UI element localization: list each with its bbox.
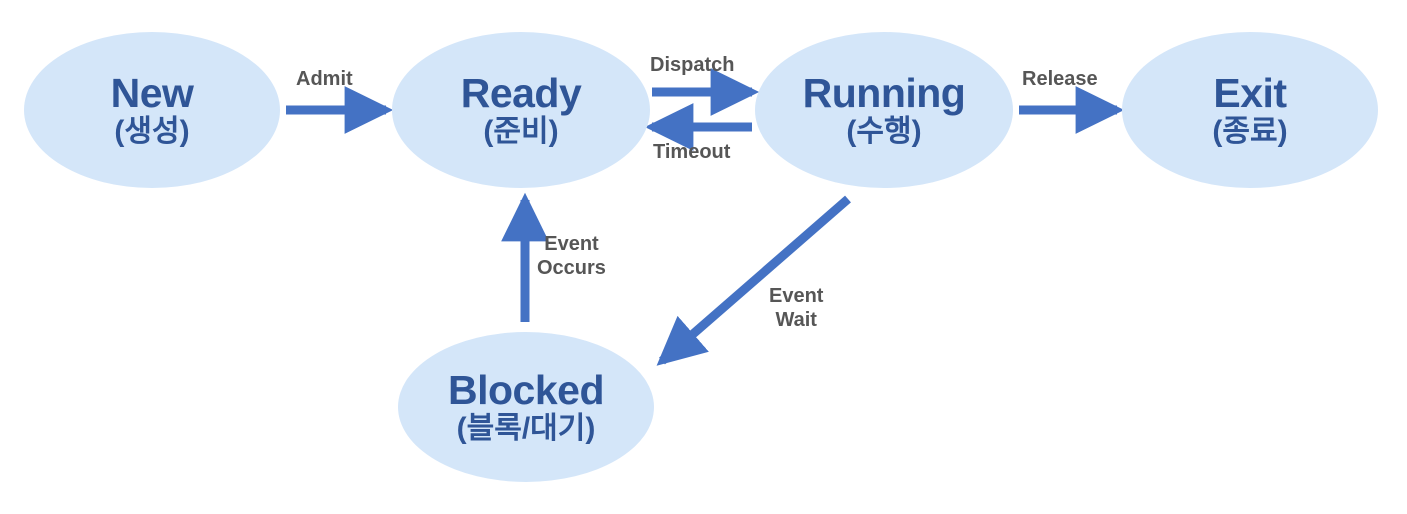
node-blocked[interactable]: Blocked (블록/대기) — [398, 332, 654, 482]
node-ready-subtitle: (준비) — [483, 114, 559, 148]
node-blocked-subtitle: (블록/대기) — [456, 411, 596, 445]
node-blocked-title: Blocked — [448, 366, 605, 413]
edge-label-release: Release — [1022, 68, 1098, 90]
node-running-title: Running — [802, 69, 966, 116]
edge-label-event-occurs: Event Occurs — [537, 232, 606, 281]
node-ready-title: Ready — [460, 69, 582, 116]
edge-label-timeout: Timeout — [653, 141, 731, 163]
arrow-event-wait — [656, 195, 851, 366]
node-new[interactable]: New (생성) — [24, 32, 280, 188]
node-running[interactable]: Running (수행) — [755, 32, 1013, 188]
node-exit[interactable]: Exit (종료) — [1122, 32, 1378, 188]
node-new-title: New — [110, 69, 194, 116]
edge-label-dispatch: Dispatch — [650, 54, 735, 76]
node-running-subtitle: (수행) — [846, 114, 922, 148]
edge-label-event-wait-line1: Event — [769, 285, 824, 307]
edge-label-event-occurs-line1: Event — [544, 233, 599, 255]
edge-label-event-wait-line2: Wait — [775, 309, 817, 332]
node-exit-title: Exit — [1213, 69, 1287, 116]
edge-label-event-wait: Event Wait — [769, 284, 823, 333]
node-ready[interactable]: Ready (준비) — [392, 32, 650, 188]
node-exit-subtitle: (종료) — [1212, 114, 1288, 148]
edge-label-event-occurs-line2: Occurs — [537, 257, 606, 280]
node-new-subtitle: (생성) — [114, 114, 190, 148]
edge-label-admit: Admit — [296, 68, 353, 90]
